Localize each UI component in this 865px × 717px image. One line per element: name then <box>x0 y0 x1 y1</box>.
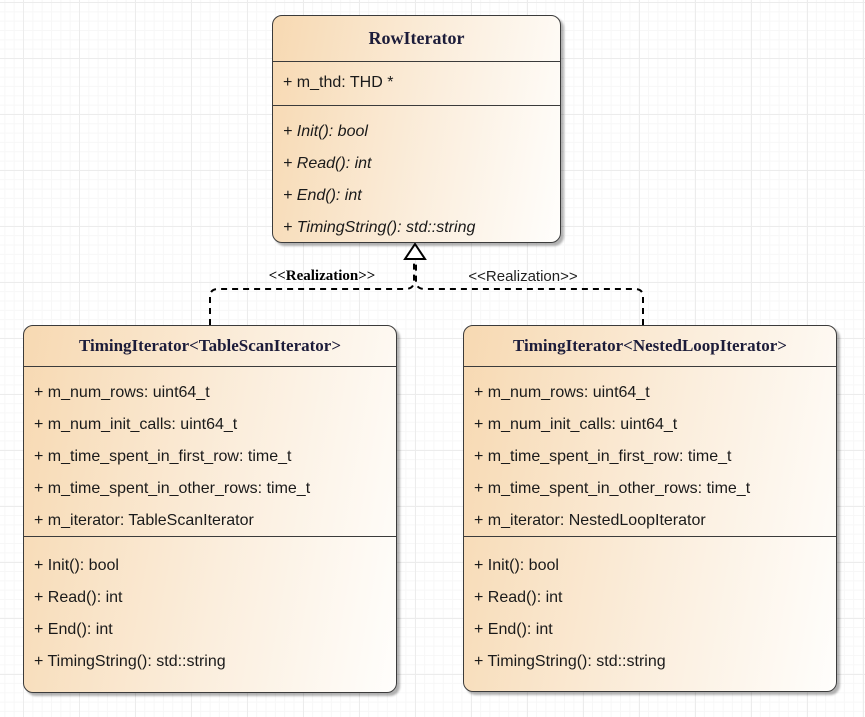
method-row: + Init(): bool <box>283 123 368 140</box>
class-title: TimingIterator<TableScanIterator> <box>24 326 396 367</box>
method-section: + Init(): bool + Read(): int + End(): in… <box>464 537 836 678</box>
attribute-row: + m_num_rows: uint64_t <box>474 384 650 401</box>
realization-edge-left[interactable] <box>209 259 415 325</box>
method-row: + Init(): bool <box>34 557 119 574</box>
attribute-row: + m_time_spent_in_first_row: time_t <box>34 448 292 465</box>
method-section: + Init(): bool + Read(): int + End(): in… <box>24 537 396 678</box>
class-box-timingiterator-nestedloop[interactable]: TimingIterator<NestedLoopIterator> + m_n… <box>463 325 837 692</box>
realization-edge-right[interactable] <box>415 259 644 325</box>
attribute-row: + m_iterator: NestedLoopIterator <box>474 512 706 529</box>
attribute-row: + m_time_spent_in_other_rows: time_t <box>474 480 751 497</box>
realization-label-right: <<Realization>> <box>468 268 578 285</box>
attribute-row: + m_time_spent_in_first_row: time_t <box>474 448 732 465</box>
method-row: + End(): int <box>474 621 553 638</box>
generalization-triangle-icon <box>403 242 427 260</box>
attribute-row: + m_time_spent_in_other_rows: time_t <box>34 480 311 497</box>
class-title: TimingIterator<NestedLoopIterator> <box>464 326 836 367</box>
attribute-row: + m_num_init_calls: uint64_t <box>34 416 238 433</box>
method-section: + Init(): bool + Read(): int + End(): in… <box>273 106 560 242</box>
attribute-section: + m_thd: THD * <box>273 62 560 106</box>
method-row: + TimingString(): std::string <box>474 653 666 670</box>
realization-label-left: <<Realization>> <box>268 268 376 284</box>
method-row: + Read(): int <box>474 589 563 606</box>
method-row: + Read(): int <box>283 155 372 172</box>
method-row: + TimingString(): std::string <box>34 653 226 670</box>
attribute-section: + m_num_rows: uint64_t + m_num_init_call… <box>464 367 836 537</box>
attribute-row: + m_thd: THD * <box>283 74 394 91</box>
method-row: + TimingString(): std::string <box>283 219 476 236</box>
method-row: + Read(): int <box>34 589 123 606</box>
attribute-row: + m_iterator: TableScanIterator <box>34 512 254 529</box>
attribute-row: + m_num_init_calls: uint64_t <box>474 416 678 433</box>
attribute-row: + m_num_rows: uint64_t <box>34 384 210 401</box>
method-row: + End(): int <box>34 621 113 638</box>
attribute-section: + m_num_rows: uint64_t + m_num_init_call… <box>24 367 396 537</box>
class-box-rowiterator[interactable]: RowIterator + m_thd: THD * + Init(): boo… <box>272 15 561 243</box>
method-row: + Init(): bool <box>474 557 559 574</box>
class-title: RowIterator <box>273 16 560 62</box>
class-box-timingiterator-tablescan[interactable]: TimingIterator<TableScanIterator> + m_nu… <box>23 325 397 693</box>
method-row: + End(): int <box>283 187 362 204</box>
